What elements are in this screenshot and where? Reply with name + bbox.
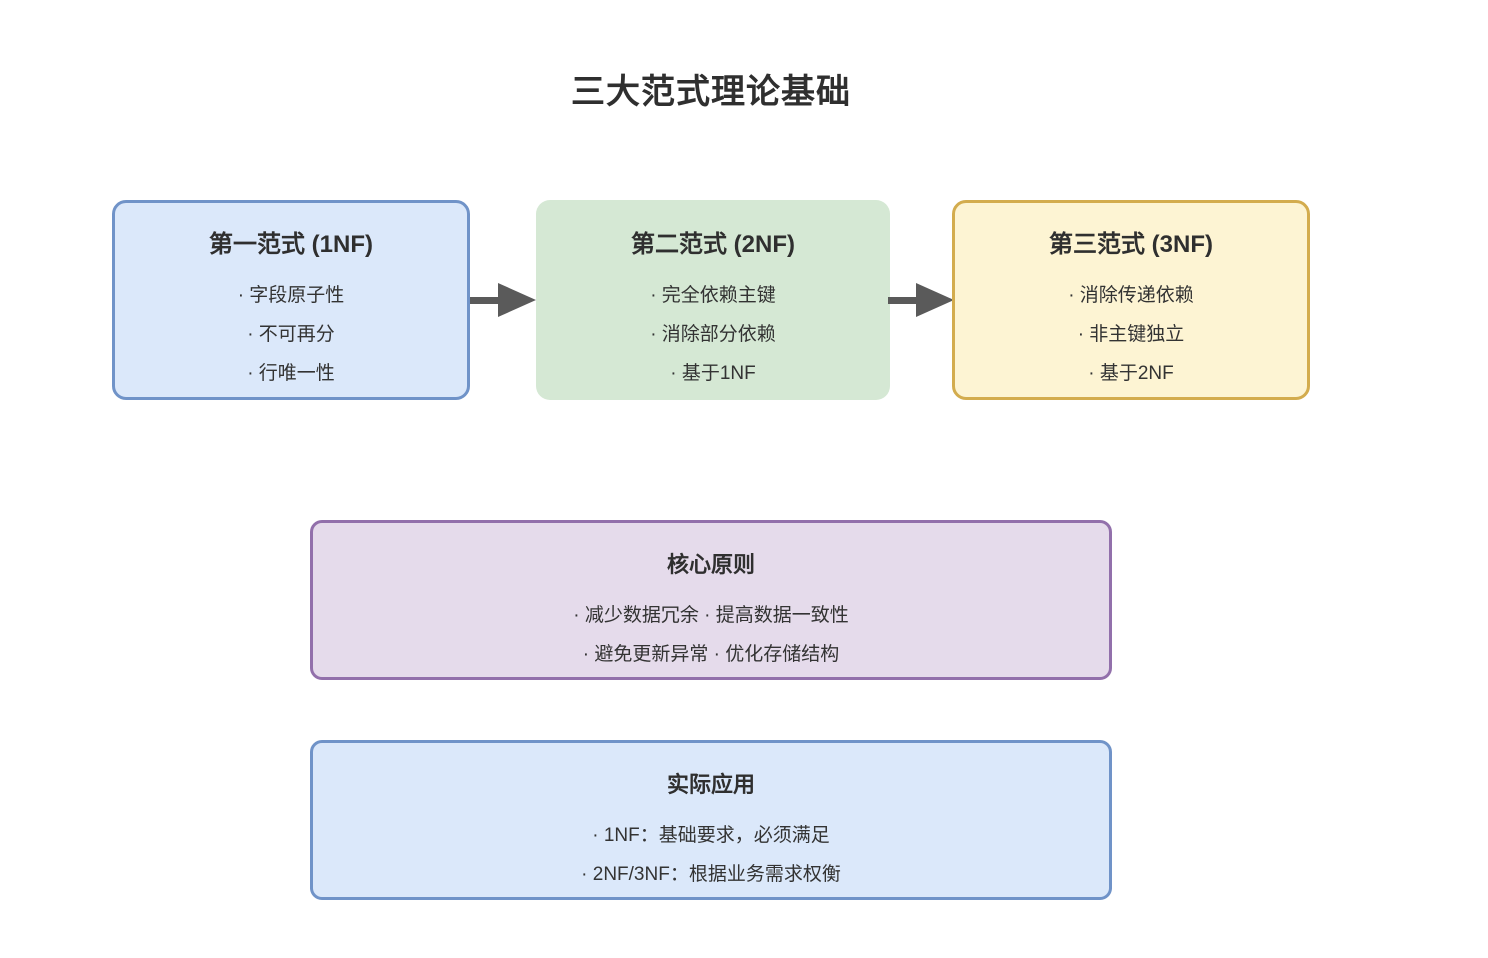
arrow-stem [470, 296, 498, 304]
node-1nf-items: · 字段原子性 · 不可再分 · 行唯一性 [115, 276, 467, 393]
node-practical-application-title: 实际应用 [666, 772, 755, 797]
node-practical-application-line-1: · 1NF：基础要求，必须满足 [592, 825, 830, 846]
node-core-principles-line-2: · 避免更新异常 · 优化存储结构 [582, 644, 840, 665]
node-1nf-item-1: · 字段原子性 [237, 285, 345, 306]
node-3nf-title: 第三范式 (3NF) [1049, 231, 1213, 258]
node-1nf-item-2: · 不可再分 [247, 324, 335, 345]
arrow-head-icon [916, 283, 954, 317]
arrow-head-icon [498, 283, 536, 317]
node-1nf: 第一范式 (1NF) · 字段原子性 · 不可再分 · 行唯一性 [112, 200, 470, 400]
node-practical-application-line-2: · 2NF/3NF：根据业务需求权衡 [581, 864, 841, 885]
node-1nf-title: 第一范式 (1NF) [209, 231, 373, 258]
node-2nf-item-3: · 基于1NF [670, 363, 756, 384]
node-core-principles-title: 核心原则 [666, 552, 755, 577]
node-2nf-item-2: · 消除部分依赖 [650, 324, 776, 345]
flow-arrow-1nf-to-2nf [470, 283, 536, 317]
diagram-title: 三大范式理论基础 [571, 73, 851, 111]
node-3nf: 第三范式 (3NF) · 消除传递依赖 · 非主键独立 · 基于2NF [952, 200, 1310, 400]
node-core-principles-lines: · 减少数据冗余 · 提高数据一致性 · 避免更新异常 · 优化存储结构 [313, 596, 1109, 674]
node-core-principles: 核心原则 · 减少数据冗余 · 提高数据一致性 · 避免更新异常 · 优化存储结… [310, 520, 1112, 680]
node-core-principles-line-1: · 减少数据冗余 · 提高数据一致性 [573, 605, 849, 626]
node-3nf-items: · 消除传递依赖 · 非主键独立 · 基于2NF [955, 276, 1307, 393]
node-2nf-item-1: · 完全依赖主键 [650, 285, 776, 306]
arrow-stem [888, 296, 916, 304]
flow-arrow-2nf-to-3nf [888, 283, 954, 317]
node-2nf: 第二范式 (2NF) · 完全依赖主键 · 消除部分依赖 · 基于1NF [536, 200, 890, 400]
node-3nf-item-2: · 非主键独立 [1077, 324, 1185, 345]
node-practical-application: 实际应用 · 1NF：基础要求，必须满足 · 2NF/3NF：根据业务需求权衡 [310, 740, 1112, 900]
node-3nf-item-3: · 基于2NF [1088, 363, 1174, 384]
node-2nf-items: · 完全依赖主键 · 消除部分依赖 · 基于1NF [536, 276, 890, 393]
node-3nf-item-1: · 消除传递依赖 [1068, 285, 1194, 306]
node-1nf-item-3: · 行唯一性 [247, 363, 335, 384]
node-practical-application-lines: · 1NF：基础要求，必须满足 · 2NF/3NF：根据业务需求权衡 [313, 816, 1109, 894]
node-2nf-title: 第二范式 (2NF) [631, 231, 795, 258]
